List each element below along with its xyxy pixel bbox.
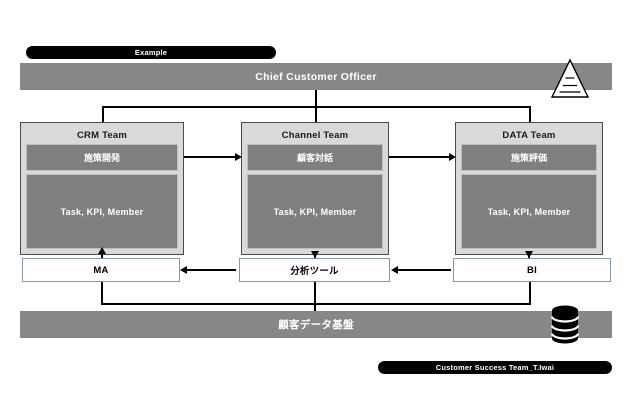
footer-credit-badge: Customer Success Team_T.Iwai	[378, 361, 612, 374]
connector-bi-down	[529, 282, 531, 304]
team-function-crm: 施策開発	[26, 144, 178, 171]
team-detail-data: Task, KPI, Member	[461, 174, 597, 249]
tool-box-bi[interactable]: BI	[453, 258, 611, 282]
footer-credit-label: Customer Success Team_T.Iwai	[435, 363, 555, 372]
team-function-channel: 顧客対話	[247, 144, 383, 171]
arrow-crm-to-channel-head	[235, 153, 242, 161]
arrow-bi-to-analytics-head	[391, 266, 398, 274]
tool-label-ma: MA	[93, 264, 109, 276]
arrow-analytics-to-ma-head	[180, 266, 187, 274]
team-card-crm[interactable]: CRM Team 施策開発 Task, KPI, Member	[20, 122, 184, 255]
tool-box-ma[interactable]: MA	[22, 258, 180, 282]
team-detail-channel: Task, KPI, Member	[247, 174, 383, 249]
arrow-channel-to-analytics-head	[311, 251, 319, 258]
arrow-bi-to-analytics-line	[397, 269, 451, 271]
connector-cco-stem	[315, 90, 317, 107]
example-badge-label: Example	[134, 48, 168, 57]
team-function-data: 施策評価	[461, 144, 597, 171]
database-icon	[549, 303, 581, 352]
arrow-ma-to-crm-head	[98, 247, 106, 254]
pyramid-icon	[548, 57, 592, 116]
arrow-ma-to-crm-stem	[101, 254, 103, 259]
tool-label-analytics: 分析ツール	[290, 266, 339, 277]
chief-customer-officer-label: Chief Customer Officer	[255, 70, 377, 83]
arrow-channel-to-data-line	[389, 156, 450, 158]
team-title-data: DATA Team	[502, 129, 556, 141]
connector-cco-to-channel	[315, 106, 317, 122]
connector-platform-stem	[314, 282, 316, 312]
connector-cco-to-data	[529, 106, 531, 122]
team-card-data[interactable]: DATA Team 施策評価 Task, KPI, Member	[455, 122, 603, 255]
arrow-analytics-to-ma-line	[186, 269, 236, 271]
team-title-channel: Channel Team	[281, 129, 349, 141]
team-detail-crm: Task, KPI, Member	[26, 174, 178, 249]
tool-box-analytics[interactable]: 分析ツール	[239, 258, 390, 282]
team-card-channel[interactable]: Channel Team 顧客対話 Task, KPI, Member	[241, 122, 389, 255]
data-platform-label: 顧客データ基盤	[278, 319, 354, 331]
connector-cco-to-crm	[102, 106, 104, 122]
team-title-crm: CRM Team	[77, 129, 127, 141]
chief-customer-officer-bar: Chief Customer Officer	[20, 63, 612, 90]
connector-tools-bus	[101, 303, 531, 305]
data-platform-bar: 顧客データ基盤	[20, 311, 612, 338]
arrow-data-to-bi-head	[525, 251, 533, 258]
connector-ma-down	[101, 282, 103, 304]
tool-label-bi: BI	[527, 264, 537, 276]
example-badge: Example	[26, 46, 276, 59]
arrow-crm-to-channel-line	[184, 156, 236, 158]
arrow-channel-to-data-head	[449, 153, 456, 161]
